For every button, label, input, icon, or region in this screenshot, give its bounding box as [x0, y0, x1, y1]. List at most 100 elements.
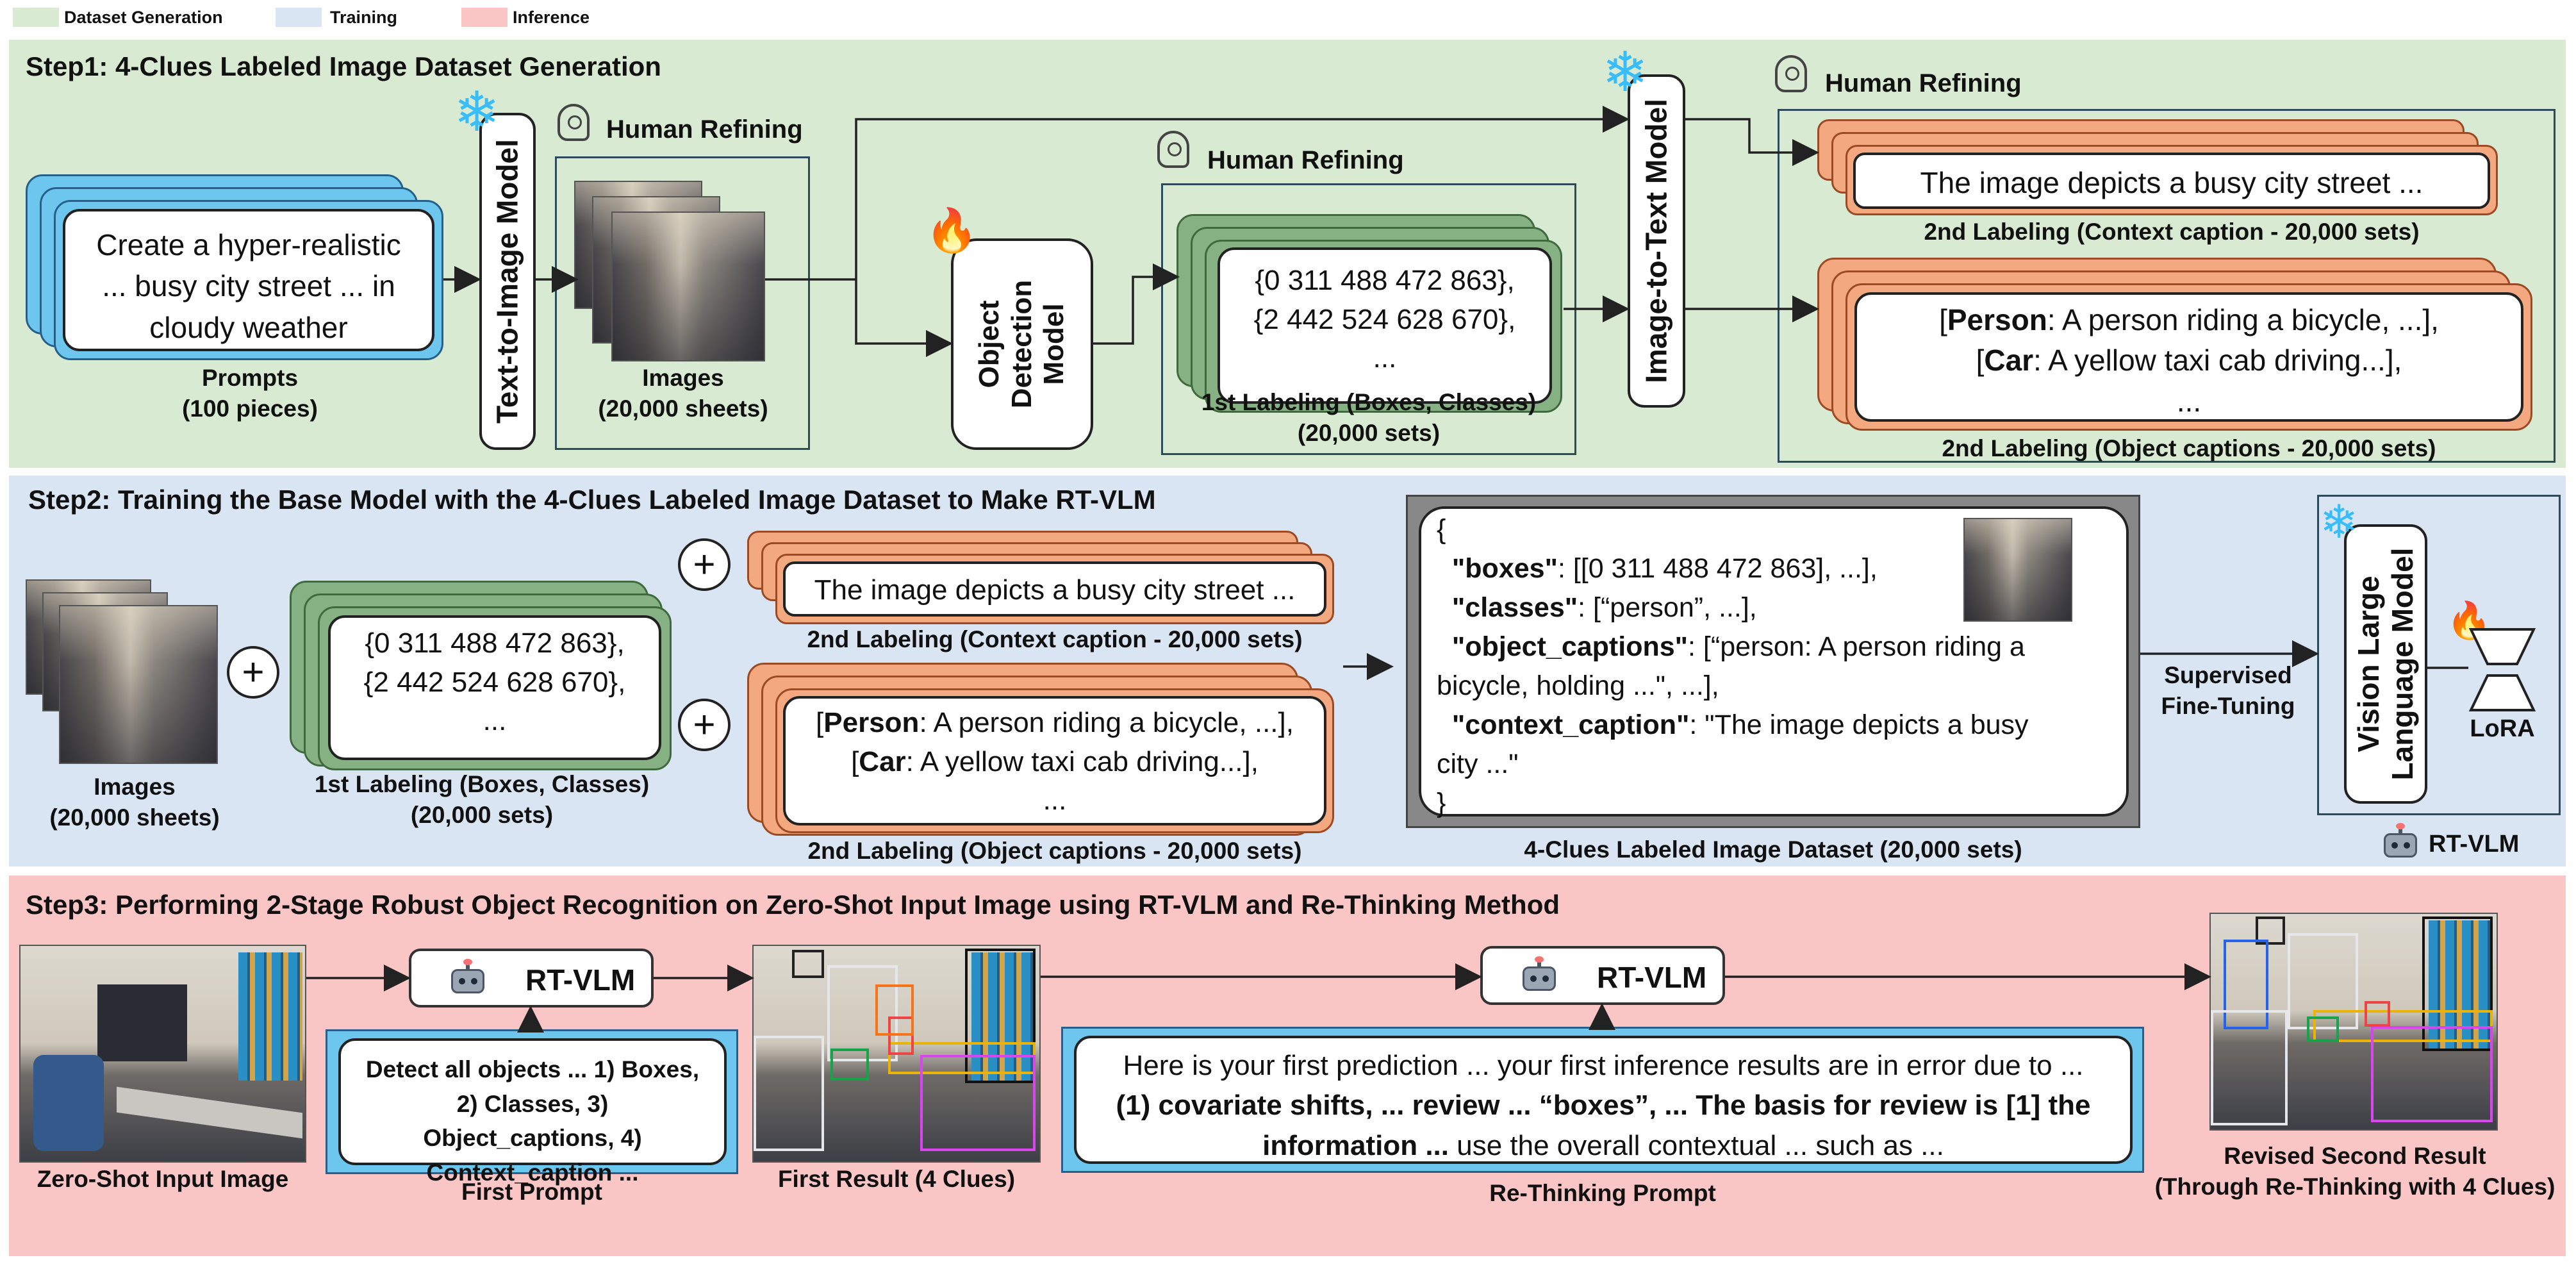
rtvlm-box-2: RT-VLM: [1480, 946, 1725, 1005]
json-open-brace: {: [1437, 514, 1446, 545]
rethink-line-2: (1) covariate shifts, ... review ... “bo…: [1116, 1090, 2091, 1122]
rethink-line-1: Here is your first prediction ... your f…: [1123, 1050, 2084, 1081]
city-image-front: [59, 605, 218, 764]
first-result-box-clock: [792, 950, 824, 978]
legend-swatch-inference: [461, 8, 508, 27]
revised-result-box-cup: [2307, 1016, 2339, 1042]
human-head-icon: [1775, 55, 1807, 92]
context-text-box: The image depicts a busy city street ...: [1853, 153, 2490, 209]
object-line-2: [Car: A yellow taxi cab driving...],: [1976, 344, 2402, 377]
step2-boxes-line-1: {0 311 488 472 863},: [365, 627, 625, 659]
object-key-car: Car: [1984, 344, 2034, 377]
first-labeling-caption-count: (20,000 sets): [1297, 420, 1441, 447]
step2-first-labeling-caption-title: 1st Labeling (Boxes, Classes): [314, 771, 650, 797]
revised-result-box-monitor: [2288, 933, 2358, 1029]
step2-object-line-1: [Person: A person riding a bicycle, ...]…: [816, 707, 1294, 738]
step2-object-text: [Person: A person riding a bicycle, ...]…: [786, 704, 1324, 820]
input-image-chair: [33, 1055, 104, 1151]
snowflake-icon: ❄: [454, 80, 500, 144]
step2-boxes-text-box: {0 311 488 472 863}, {2 442 524 628 670}…: [328, 615, 661, 760]
dataset-thumbnail: [1963, 518, 2072, 622]
json-object-captions-key: "object_captions": [1451, 631, 1688, 663]
revised-result-box-table: [2371, 1026, 2493, 1122]
lora-label: LoRA: [2470, 715, 2535, 742]
json-object-captions-value-2: bicycle, holding ...", ...],: [1437, 670, 1719, 702]
revised-result-box-book: [2365, 1001, 2390, 1027]
step2-title: Step2: Training the Base Model with the …: [28, 485, 1156, 515]
legend-swatch-dataset-generation: [13, 8, 59, 27]
legend-label-training: Training: [330, 8, 398, 27]
step2-first-labeling-caption: 1st Labeling (Boxes, Classes) (20,000 se…: [286, 769, 678, 831]
json-objcap-line: "object_captions": [“person: A person ri…: [1437, 627, 2129, 667]
rethink-prompt-text: Here is your first prediction ... your f…: [1089, 1046, 2117, 1166]
lora-icon: [2467, 627, 2538, 713]
revised-caption-title: Revised Second Result: [2224, 1143, 2486, 1169]
step2-boxes-text: {0 311 488 472 863}, {2 442 524 628 670}…: [331, 624, 659, 741]
input-image-monitor: [97, 984, 187, 1061]
revised-result-box-clock: [2256, 916, 2285, 945]
json-boxes-value: : [[0 311 488 472 863], ...],: [1557, 553, 1878, 585]
json-context-caption-key: "context_caption": [1451, 709, 1690, 741]
json-classes-value: : [“person”, ...],: [1578, 592, 1757, 624]
image-to-text-model-box: Image-to-Text Model: [1628, 74, 1685, 408]
first-labeling-caption: 1st Labeling (Boxes, Classes) (20,000 se…: [1173, 387, 1565, 449]
arrow-od-to-labeling: [1093, 263, 1180, 345]
step2-object-caption: 2nd Labeling (Object captions - 20,000 s…: [807, 838, 1302, 864]
step2-images-caption: Images (20,000 sheets): [13, 772, 256, 833]
first-result-image: [752, 945, 1041, 1163]
json-ctx-line: "context_caption": "The image depicts a …: [1437, 706, 2129, 745]
snowflake-icon: ❄: [2320, 495, 2359, 549]
prompts-caption-title: Prompts: [201, 365, 299, 391]
rtvlm-box-1-label: RT-VLM: [525, 963, 636, 997]
images-caption-title: Images: [642, 365, 724, 391]
first-result-box-book: [875, 984, 914, 1036]
object-text-box: [Person: A person riding a bicycle, ...]…: [1854, 292, 2523, 422]
revised-caption-subtitle: (Through Re-Thinking with 4 Clues): [2154, 1174, 2555, 1200]
human-head-icon: [557, 104, 590, 141]
step2-object-key-person: Person: [823, 707, 920, 738]
rtvlm-box-2-label: RT-VLM: [1597, 961, 1707, 994]
json-classes-line: "classes": [“person”, ...],: [1437, 588, 2129, 627]
first-result-box-table: [920, 1055, 1036, 1151]
first-result-box-cup: [830, 1049, 869, 1081]
step3-title: Step3: Performing 2-Stage Robust Object …: [26, 890, 1560, 920]
prompt-text-box: Create a hyper-realistic ... busy city s…: [63, 209, 434, 351]
json-context-caption-value-2: city ...": [1437, 749, 1519, 780]
first-labeling-frame: [1161, 183, 1576, 455]
json-classes-key: "classes": [1451, 592, 1578, 624]
step1-title: Step1: 4-Clues Labeled Image Dataset Gen…: [26, 51, 661, 81]
revised-result-box-chair: [2211, 1010, 2288, 1125]
object-line-2-text: : A yellow taxi cab driving...],: [2033, 344, 2402, 377]
context-text: The image depicts a busy city street ...: [1920, 166, 2423, 199]
first-result-box-bottle: [888, 1016, 914, 1055]
rethink-line-3-text: use the overall contextual ... such as .…: [1449, 1129, 1944, 1161]
dataset-caption: 4-Clues Labeled Image Dataset (20,000 se…: [1524, 836, 2022, 863]
first-result-bookshelf: [971, 952, 1036, 1081]
revised-result-caption: Revised Second Result (Through Re-Thinki…: [2140, 1141, 2570, 1202]
object-caption: 2nd Labeling (Object captions - 20,000 s…: [1942, 435, 2436, 461]
step2-object-line-2-text: : A yellow taxi cab driving...],: [905, 745, 1259, 777]
robot-icon: [1520, 956, 1558, 993]
object-line-3: ...: [2176, 384, 2202, 418]
object-line-1-text: : A person riding a bicycle, ...],: [2047, 303, 2439, 336]
json-boxes-key: "boxes": [1451, 553, 1558, 585]
first-labeling-caption-title: 1st Labeling (Boxes, Classes): [1201, 389, 1537, 415]
human-refining-label-1: Human Refining: [606, 115, 803, 144]
first-result-box-monitor: [827, 965, 898, 1061]
first-result-box-chair: [754, 1036, 824, 1151]
first-result-caption: First Result (4 Clues): [777, 1166, 1016, 1192]
context-caption: 2nd Labeling (Context caption - 20,000 s…: [1924, 219, 2420, 245]
step2-images-caption-count: (20,000 sheets): [49, 804, 220, 831]
rethink-line-3-bold: information ...: [1262, 1129, 1449, 1161]
rtvlm-label: RT-VLM: [2429, 831, 2520, 858]
step2-object-text-box: [Person: A person riding a bicycle, ...]…: [783, 696, 1326, 825]
arrow-split-to-od: [855, 279, 953, 357]
input-image-bookshelf: [238, 952, 302, 1081]
object-key-person: Person: [1947, 303, 2047, 336]
json-object-captions-value: : [“person: A person riding a: [1688, 631, 2025, 663]
plus-icon: +: [678, 538, 731, 591]
dataset-json-text: { "boxes": [[0 311 488 472 863], ...], "…: [1437, 510, 2129, 823]
object-text: [Person: A person riding a bicycle, ...]…: [1857, 300, 2521, 422]
second-labeling-frame: [1778, 109, 2555, 463]
